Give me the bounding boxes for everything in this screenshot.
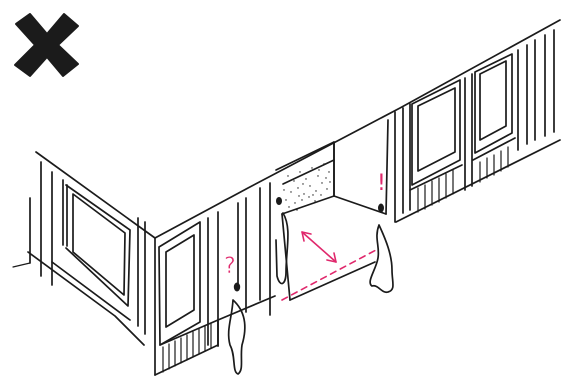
front-wall [155, 20, 560, 375]
stipple-texture [283, 163, 330, 210]
passage-opening [276, 142, 386, 300]
person-right-alarmed: ! [370, 171, 393, 292]
cross-icon [15, 14, 78, 76]
question-mark: ? [224, 254, 236, 279]
person-in-passage [276, 197, 288, 284]
dashed-sightline [282, 250, 376, 300]
left-wall [13, 152, 155, 345]
right-wall [334, 30, 560, 222]
distance-arrow [302, 232, 336, 262]
exclamation-mark: ! [377, 171, 386, 196]
